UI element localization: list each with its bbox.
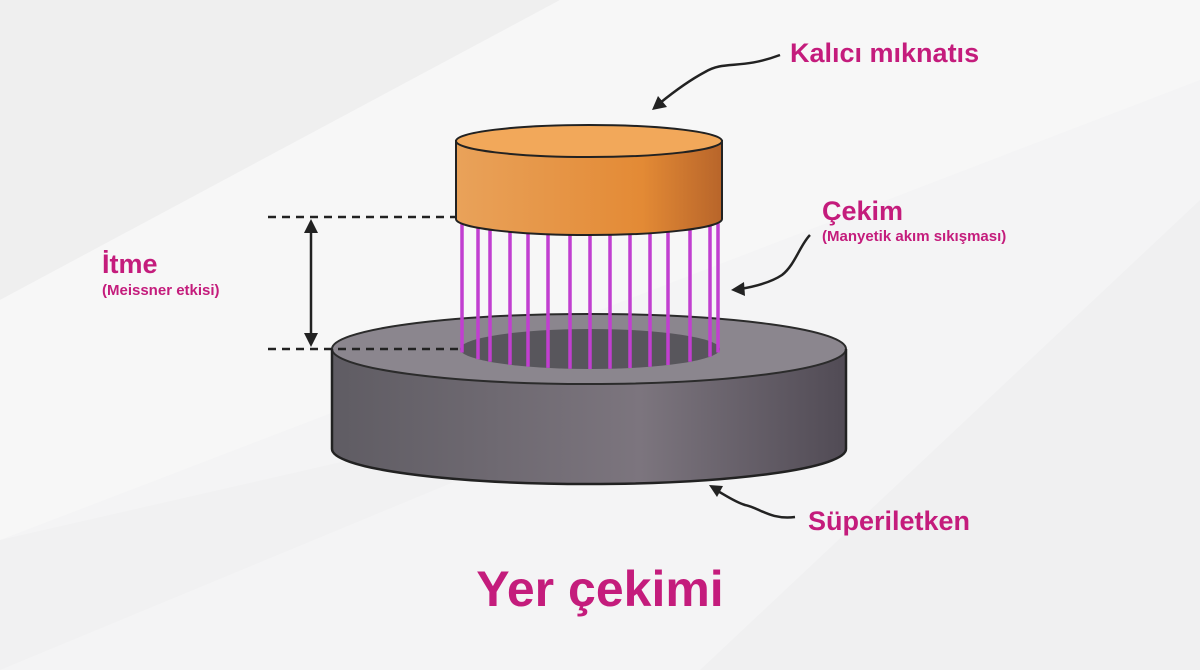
attraction-label: Çekim (822, 196, 904, 226)
attraction-note: (Manyetik akım sıkışması) (822, 228, 1007, 245)
permanent-magnet (455, 124, 723, 236)
pointer-arrowheads (652, 96, 745, 497)
attraction-pointer-arrow (739, 234, 811, 291)
magnet-label: Kalıcı mıknatıs (790, 38, 980, 68)
gap-marker (268, 215, 460, 351)
attraction-arrowhead (731, 282, 745, 296)
superconductor-arrowhead (709, 485, 723, 497)
repulsion-label: İtme (102, 249, 158, 279)
superconductor-pointer-arrow (715, 488, 796, 519)
flux-lines (460, 222, 720, 369)
repulsion-note: (Meissner etkisi) (102, 282, 220, 299)
pointer-arrows (659, 53, 811, 519)
magnet-pointer-arrow (659, 53, 781, 104)
magnet-arrowhead (652, 96, 667, 110)
superconductor-label: Süperiletken (808, 506, 971, 536)
gap-arrow-down-head (304, 333, 318, 347)
page-title: Yer çekimi (476, 561, 724, 617)
gap-arrow-up-head (304, 219, 318, 233)
